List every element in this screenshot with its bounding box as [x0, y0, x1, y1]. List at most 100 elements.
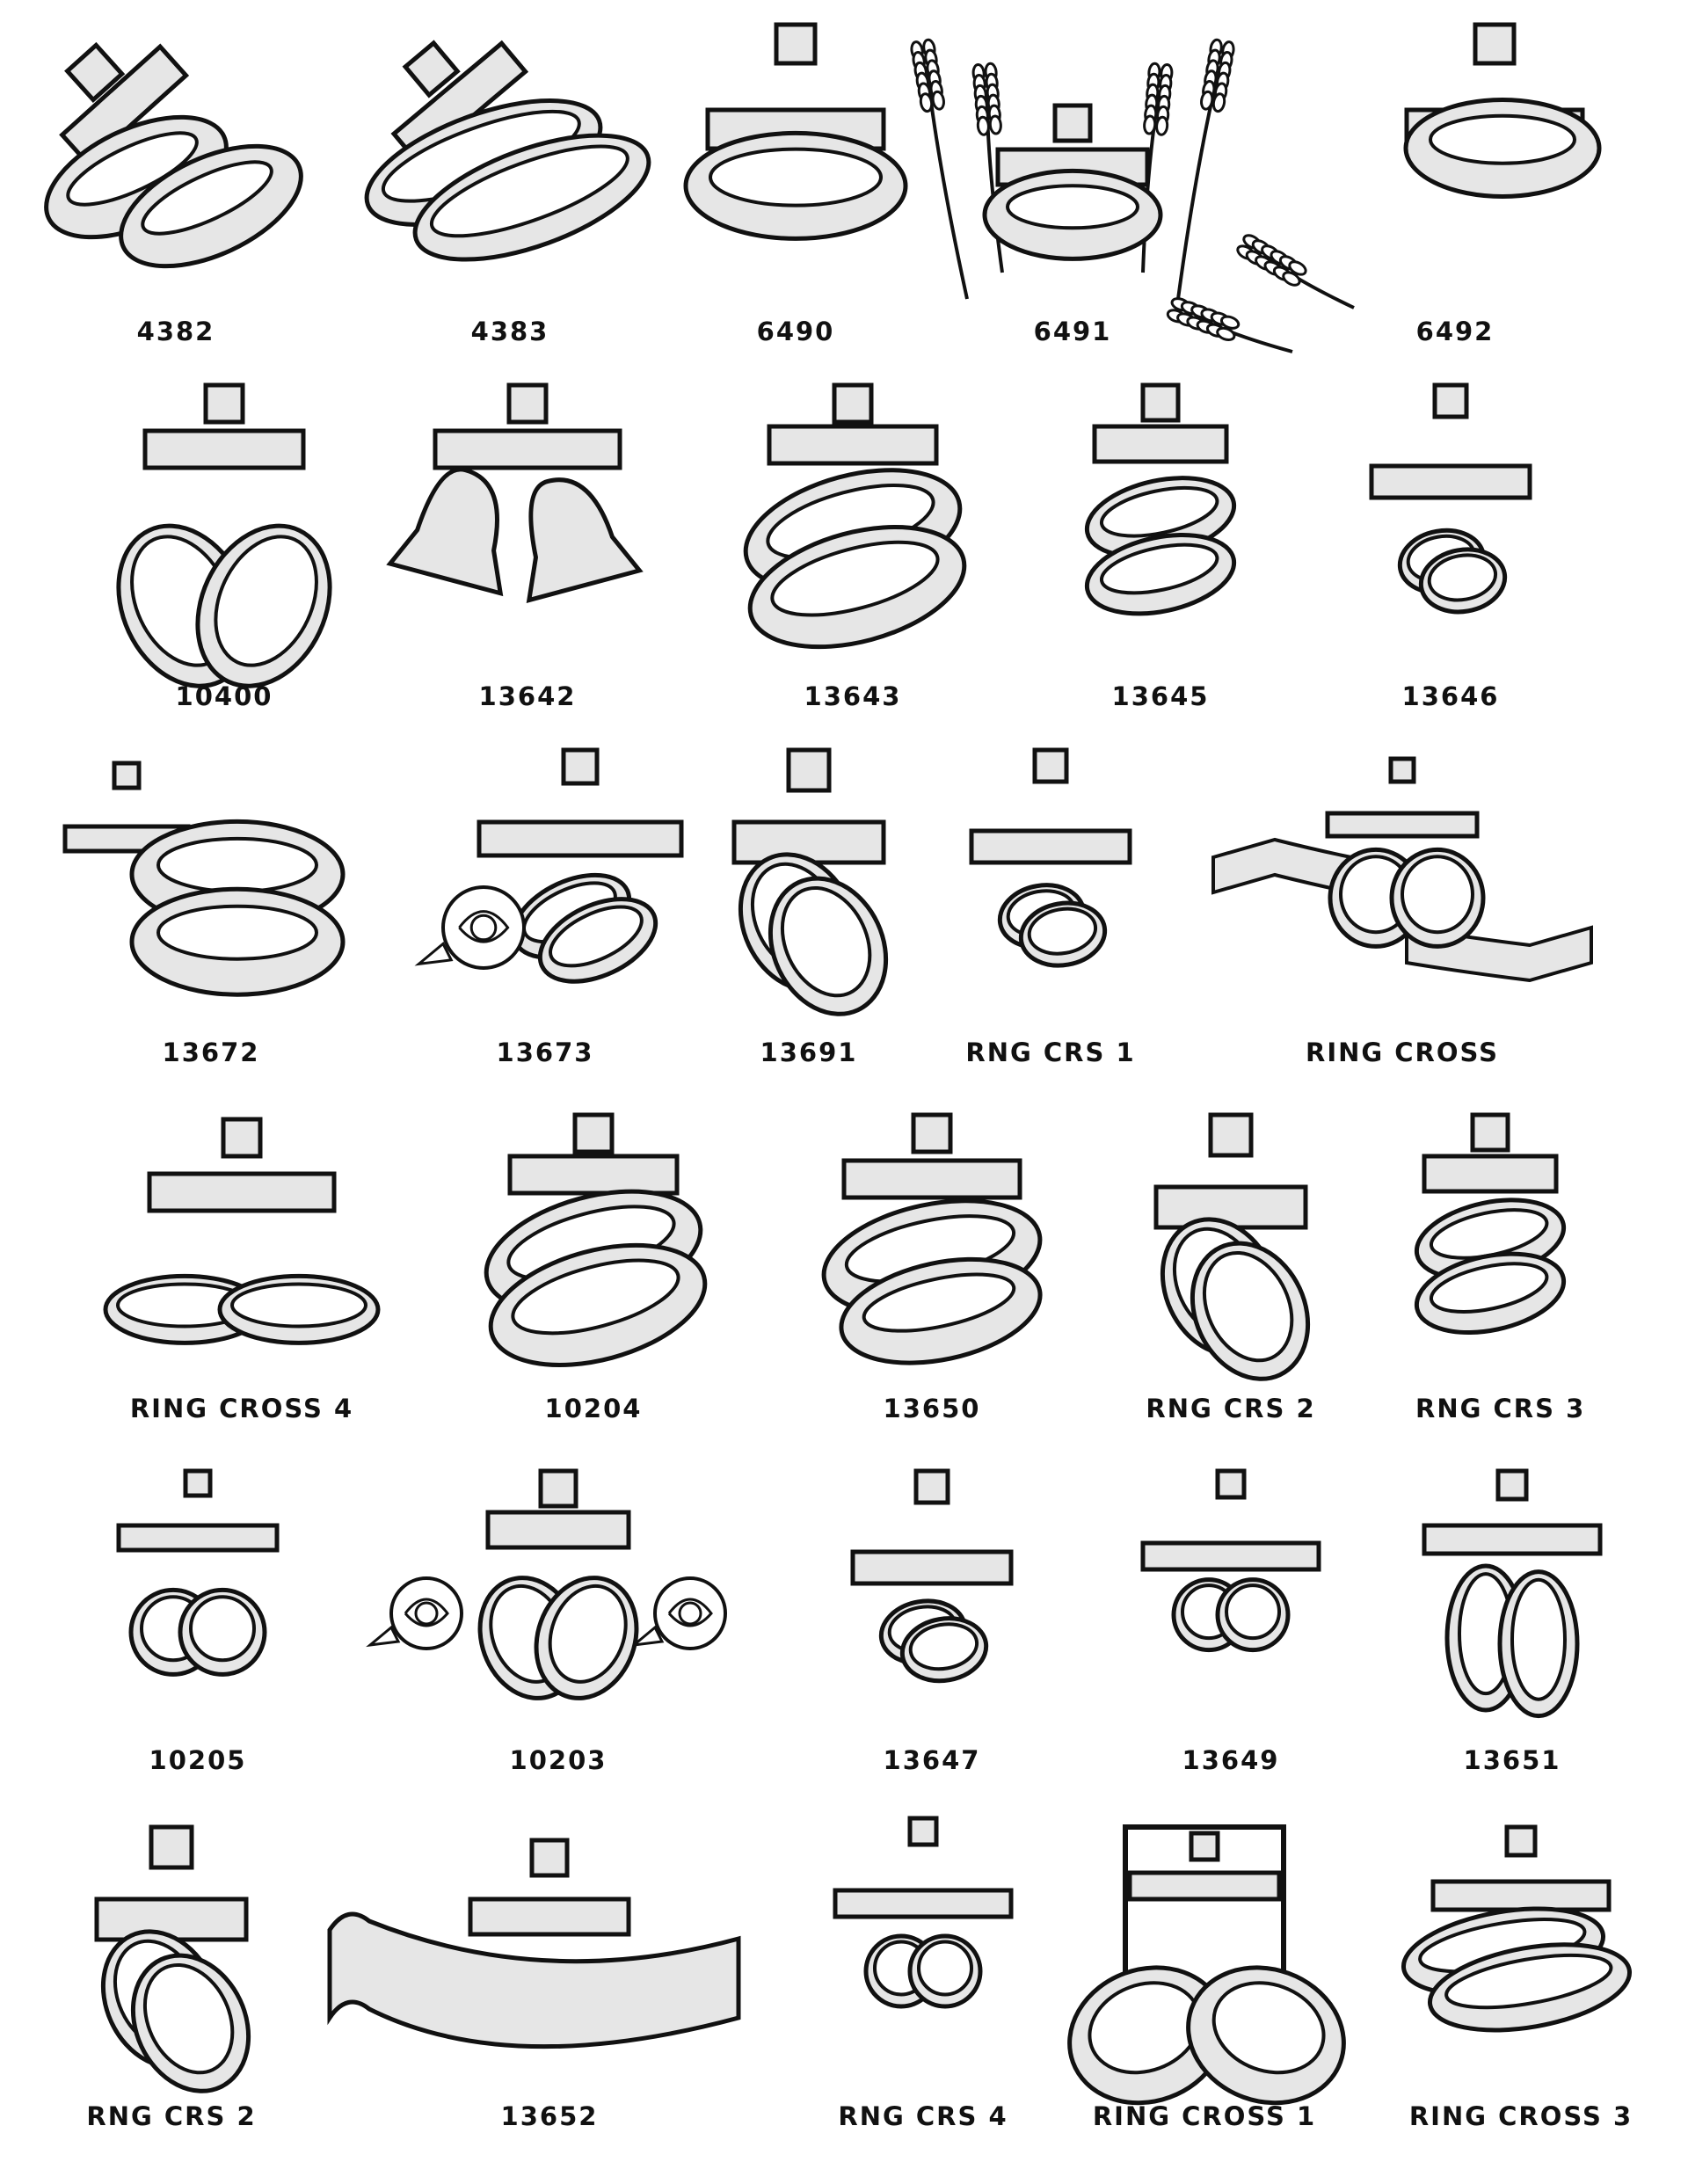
cross-icon [116, 1468, 280, 1553]
cross-with-two-rings-icon [743, 382, 967, 650]
cross-with-wedding-bells-icon [386, 382, 644, 603]
cross-icon [147, 1117, 337, 1213]
cross-with-interlocked-rings-icon [969, 747, 1132, 968]
ring-icon [1418, 547, 1508, 615]
design-code: 13650 [883, 1394, 981, 1423]
ring-icon [768, 876, 889, 1016]
cross-ring-and-wheat-spray-icon [1166, 22, 1602, 353]
design-code: 6490 [756, 317, 835, 346]
cross-icon [833, 1816, 1014, 1919]
cross-ring-and-wheat-icon [910, 38, 1235, 300]
design-code: 10203 [509, 1745, 608, 1775]
cross-with-two-rings-icon [1369, 382, 1532, 615]
ring-icon [1084, 532, 1237, 616]
cross-with-heart-rings-icon [116, 382, 332, 688]
design-tile: RNG CRS 3 [1414, 1108, 1586, 1429]
botonnee-cross-with-rings-icon [1401, 1824, 1633, 2033]
design-code: 10205 [149, 1745, 247, 1775]
cross-with-heart-rings-and-roses-icon [366, 1468, 727, 1700]
cross-icon [731, 747, 886, 865]
rose-icon [629, 1576, 727, 1650]
design-code: 13646 [1401, 681, 1500, 711]
wheat-icon [1236, 234, 1355, 309]
design-code: 13691 [760, 1037, 858, 1067]
design-tile: 10205 [97, 1464, 299, 1780]
ring-icon [534, 1576, 639, 1700]
ring-icon [119, 143, 303, 269]
design-tile: 13649 [1125, 1464, 1336, 1780]
design-tile: 13645 [1073, 378, 1248, 717]
cross-icon [850, 1468, 1014, 1586]
design-code: RING CROSS 4 [129, 1394, 354, 1423]
design-tile: 13691 [730, 743, 889, 1073]
ring-icon [1414, 1251, 1567, 1336]
design-tile: 13643 [721, 378, 985, 717]
design-tile: 10400 [97, 378, 352, 717]
ring-icon [129, 886, 346, 997]
design-tile: RNG CRS 2 [1143, 1108, 1319, 1429]
ring-icon [1067, 1965, 1227, 2106]
design-tile: 13652 [316, 1833, 782, 2137]
ring-icon [130, 1953, 251, 2093]
design-tile: 13642 [386, 378, 651, 717]
design-code: RNG CRS 1 [965, 1037, 1136, 1067]
ring-icon [1018, 900, 1108, 968]
cross-icon [1325, 756, 1480, 839]
cross-icon [1153, 1112, 1308, 1230]
wheat-icon [1141, 62, 1174, 273]
design-code: 10204 [544, 1394, 643, 1423]
design-code: 13672 [162, 1037, 260, 1067]
cross-icon [507, 1112, 680, 1196]
cross-with-flat-rings-icon [103, 1117, 381, 1345]
rose-icon [414, 885, 526, 970]
design-code: 13643 [804, 681, 902, 711]
ring-icon [1215, 1577, 1291, 1653]
cross-with-two-rings-icon [1414, 1112, 1567, 1336]
ring-icon [982, 168, 1163, 261]
cross-icon [477, 747, 684, 858]
design-tile: 13650 [809, 1108, 1055, 1429]
design-code: 6492 [1415, 317, 1495, 346]
design-tile: 6490 [668, 18, 923, 352]
design-code: 13642 [478, 681, 577, 711]
wheat-icon [1166, 297, 1293, 353]
design-code: 13652 [500, 2101, 599, 2131]
design-tile: 4383 [352, 18, 668, 352]
cross-with-two-rings-icon [1084, 382, 1237, 616]
wooden-cross-with-rings-icon [821, 1112, 1043, 1365]
cross-icon [705, 22, 886, 151]
ring-icon [488, 1242, 708, 1367]
ring-icon [899, 1616, 989, 1684]
cross-icon [969, 747, 1132, 865]
cross-with-two-rings-icon [731, 747, 889, 1016]
design-code: RNG CRS 3 [1415, 1394, 1586, 1423]
ring-icon [683, 130, 908, 241]
design-tile: 6492 [1166, 18, 1653, 353]
cross-with-rings-and-banner-icon [1211, 756, 1593, 983]
design-code: 13649 [1182, 1745, 1280, 1775]
cross-with-scroll-banner-icon [327, 1838, 741, 2049]
botonnee-cross-icon [1430, 1824, 1612, 1912]
wheat-icon [910, 38, 969, 300]
design-code: 13651 [1463, 1745, 1561, 1775]
ring-icon [1389, 847, 1486, 949]
cross-icon [767, 382, 939, 466]
design-tile: 13646 [1354, 378, 1547, 717]
ring-icon [195, 523, 332, 688]
cross-icon [1140, 1468, 1321, 1572]
cross-with-two-rings-icon [94, 1824, 251, 2093]
ring-icon [537, 897, 658, 984]
design-tile: 10204 [466, 1108, 721, 1429]
design-code: RING CROSS 1 [1092, 2101, 1317, 2131]
design-tile: 10203 [366, 1464, 730, 1780]
design-tile: RING CROSS 4 [103, 1112, 381, 1429]
cross-with-upright-rings-icon [1422, 1468, 1603, 1719]
cross-with-interlocked-rings-icon [833, 1816, 1014, 2009]
design-code: 13647 [883, 1745, 981, 1775]
ring-icon [412, 133, 651, 262]
ring-icon [747, 525, 967, 650]
design-code: 10400 [175, 681, 273, 711]
design-tile: RING CROSS 1 [1064, 1820, 1346, 2137]
ring-icon [1190, 1241, 1311, 1381]
cross-icon [142, 382, 306, 470]
